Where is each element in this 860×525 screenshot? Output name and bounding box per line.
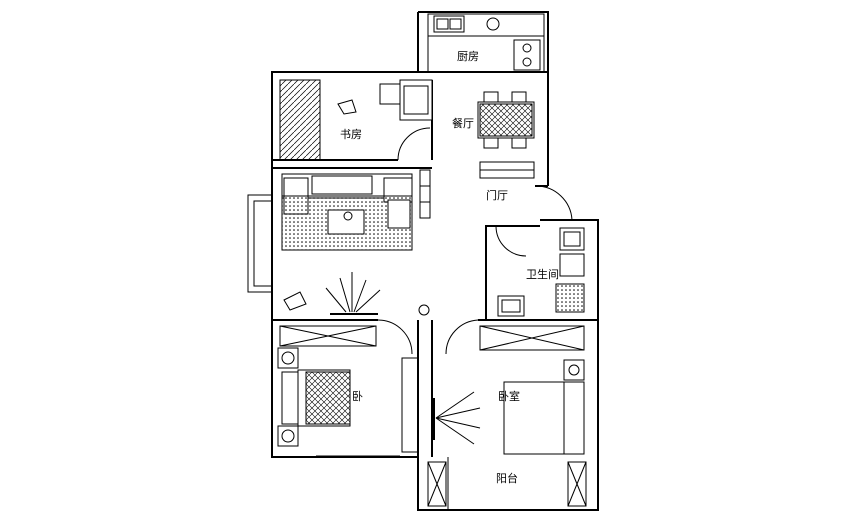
bathroom: 卫生间: [485, 225, 598, 321]
bedroom-small: 卧: [272, 319, 419, 457]
room-label-master-bedroom: 卧室: [498, 389, 520, 403]
entry-hall: 门厅: [479, 161, 573, 221]
bay-window: [247, 194, 272, 293]
room-label-dining: 餐厅: [452, 116, 474, 130]
room-label-entry: 门厅: [486, 188, 508, 202]
plant-icon: [343, 211, 353, 221]
corridor-walls: [417, 304, 479, 457]
room-label-bedroom: 卧: [352, 390, 363, 403]
room-label-study: 书房: [340, 128, 362, 141]
kitchen: 厨房: [418, 13, 548, 73]
room-label-bathroom: 卫生间: [526, 267, 559, 281]
sink-icon: [433, 15, 465, 33]
gas-stove-icon: [513, 39, 541, 71]
balcony: 阳台: [427, 457, 587, 510]
dining-area: 餐厅: [452, 91, 535, 149]
study: 书房: [272, 79, 433, 161]
room-label-kitchen: 厨房: [457, 50, 479, 63]
living-room: [272, 167, 432, 315]
master-bedroom: 卧室: [433, 319, 598, 455]
room-label-balcony: 阳台: [496, 471, 518, 485]
